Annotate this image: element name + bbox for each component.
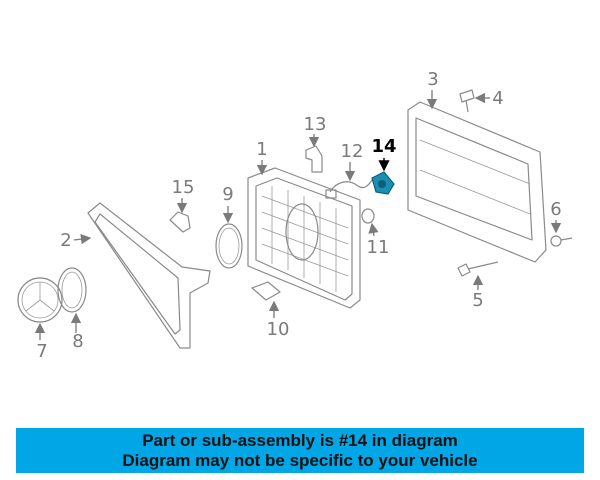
part-1-grille <box>247 167 361 309</box>
callout-9: 9 <box>222 184 233 205</box>
part-13-bracket <box>305 145 323 173</box>
banner-line-2: Diagram may not be specific to your vehi… <box>122 450 478 470</box>
part-15-clip <box>169 211 191 233</box>
callout-4: 4 <box>492 88 503 109</box>
callout-8: 8 <box>72 331 83 352</box>
parts-diagram: 1 2 3 4 5 6 7 8 9 10 11 12 13 14 15 <box>17 69 573 362</box>
part-9-ring <box>215 223 243 269</box>
part-3-carrier <box>407 101 547 263</box>
part-7-emblem <box>17 277 63 323</box>
callout-6: 6 <box>550 199 561 220</box>
part-12-wiring <box>325 179 373 199</box>
callout-13: 13 <box>304 114 327 135</box>
callout-14-highlighted: 14 <box>371 136 396 157</box>
part-4-bolt <box>459 89 475 113</box>
callout-1: 1 <box>256 139 267 160</box>
callout-15: 15 <box>172 177 195 198</box>
banner-line-1: Part or sub-assembly is #14 in diagram <box>142 430 458 450</box>
part-5-bolt <box>457 261 499 277</box>
callout-5: 5 <box>472 290 483 311</box>
callout-11: 11 <box>367 237 390 258</box>
callout-10: 10 <box>267 319 290 340</box>
part-8-ring <box>57 267 87 313</box>
part-14-highlighted <box>371 171 395 195</box>
callout-7: 7 <box>36 341 47 362</box>
callout-2: 2 <box>60 230 71 251</box>
part-6-bolt <box>550 235 573 247</box>
callout-12: 12 <box>341 141 364 162</box>
part-11-grommet <box>361 208 375 224</box>
part-10-sensor <box>251 281 281 301</box>
info-banner: Part or sub-assembly is #14 in diagram D… <box>16 428 584 473</box>
callout-3: 3 <box>427 69 438 90</box>
part-2-frame <box>87 202 211 349</box>
